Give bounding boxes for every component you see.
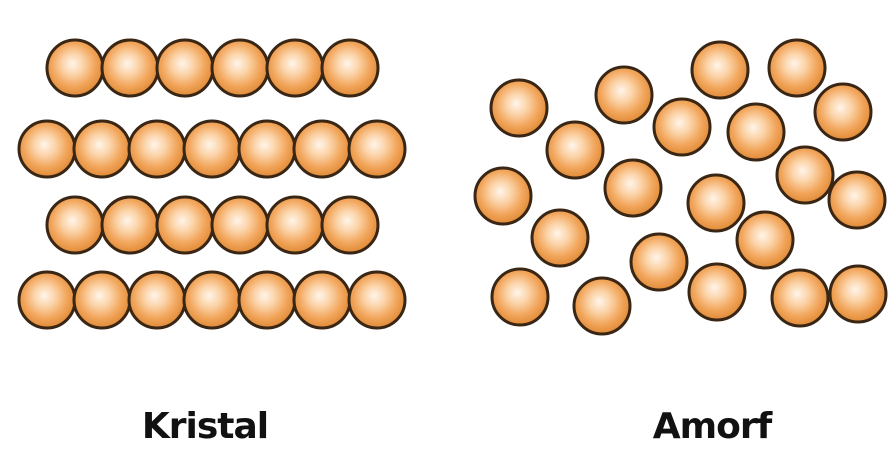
amorphous-atom [829,172,885,228]
crystal-atom [322,40,378,96]
amorphous-atom [574,278,630,334]
amorphous-structure [475,40,886,334]
crystal-atom [184,121,240,177]
crystal-atom [184,272,240,328]
amorphous-atom [830,266,886,322]
crystal-atom [349,272,405,328]
crystal-atom [212,40,268,96]
crystal-atom [74,272,130,328]
amorphous-atom [815,84,871,140]
crystal-atom [74,121,130,177]
crystal-atom [212,197,268,253]
crystal-atom [157,197,213,253]
amorphous-atom [689,264,745,320]
amorphous-atom [769,40,825,96]
amorphous-atom [547,122,603,178]
amorphous-atom [491,80,547,136]
amorphous-atom [772,270,828,326]
amorphous-atom [728,104,784,160]
amorphous-atom [605,160,661,216]
crystal-atom [294,272,350,328]
crystal-atom [349,121,405,177]
crystal-atom [322,197,378,253]
amorphous-label: Amorf [653,406,773,447]
amorphous-atom [737,212,793,268]
crystal-atom [47,197,103,253]
crystal-atom [239,272,295,328]
crystal-atom [102,197,158,253]
crystal-atom [294,121,350,177]
amorphous-atom [492,269,548,325]
amorphous-atom [777,147,833,203]
crystal-atom [267,40,323,96]
crystal-atom [102,40,158,96]
crystal-atom [47,40,103,96]
crystal-atom [129,272,185,328]
amorphous-atom [475,168,531,224]
amorphous-atom [596,67,652,123]
crystal-atom [239,121,295,177]
amorphous-atom [692,42,748,98]
crystal-atom [267,197,323,253]
crystal-atom [19,121,75,177]
amorphous-atom [631,234,687,290]
crystal-atom [19,272,75,328]
amorphous-atom [654,99,710,155]
amorphous-atom [532,210,588,266]
amorphous-atom [688,175,744,231]
crystal-label: Kristal [142,406,268,447]
crystal-atom [129,121,185,177]
crystal-atom [157,40,213,96]
crystal-lattice [19,40,405,328]
